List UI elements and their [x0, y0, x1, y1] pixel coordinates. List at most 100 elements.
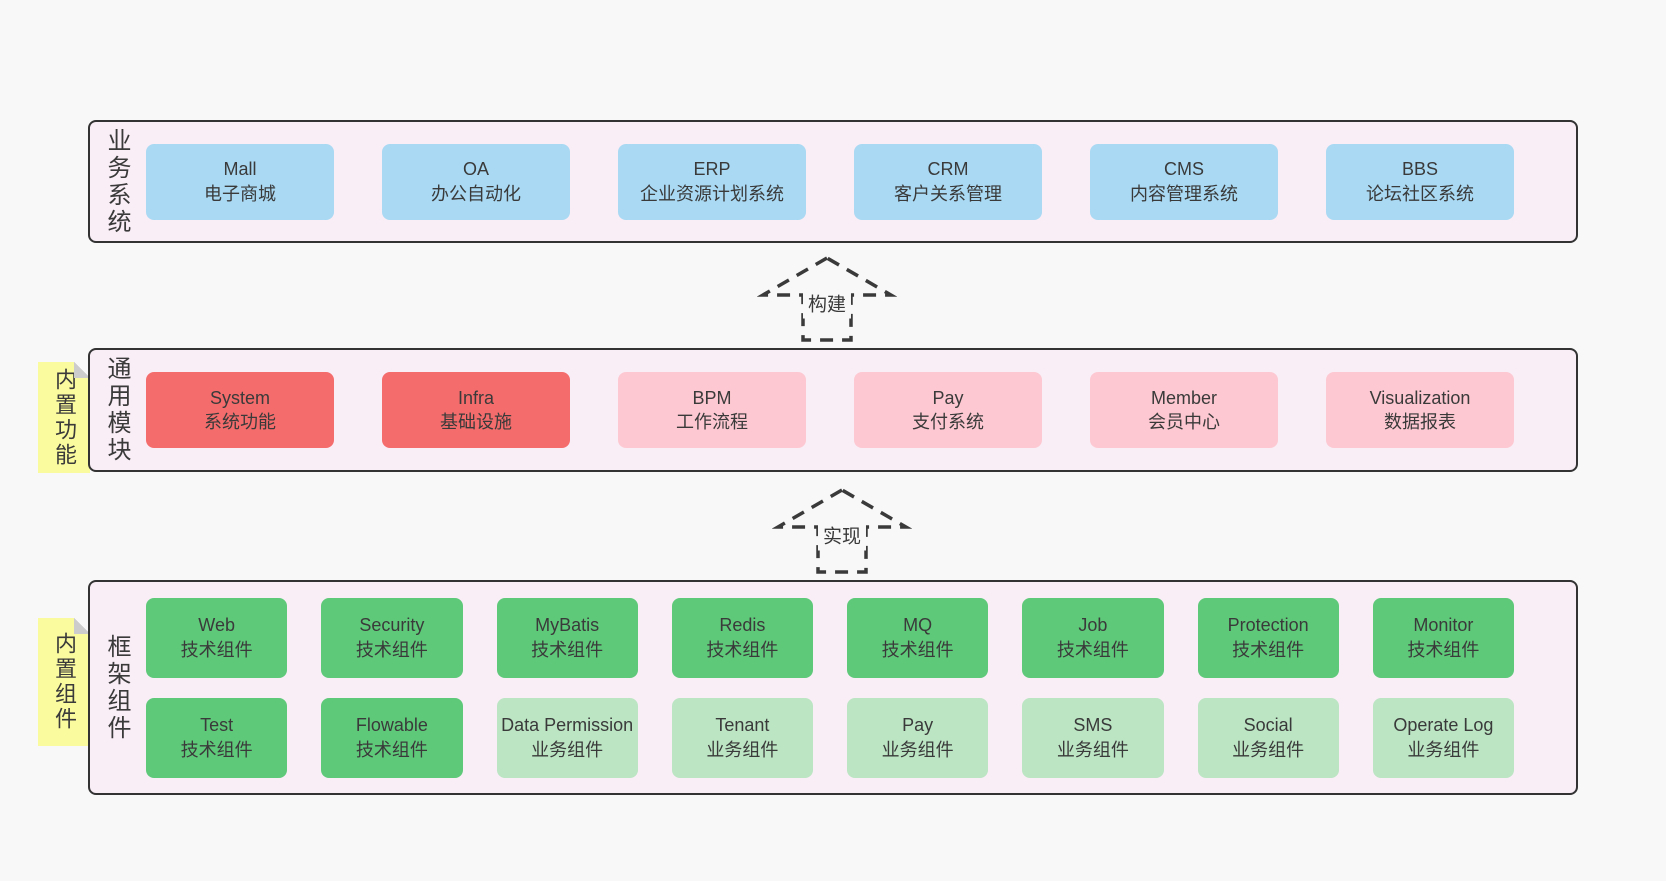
- box-title: Test: [200, 715, 234, 736]
- box-title: CMS: [1164, 159, 1204, 180]
- box-subtitle: 技术组件: [180, 639, 253, 660]
- box-title: SMS: [1073, 715, 1113, 736]
- box-subtitle: 基础设施: [440, 412, 512, 432]
- box-title: Operate Log: [1393, 715, 1494, 736]
- box-subtitle: 会员中心: [1148, 412, 1220, 432]
- box-test: Test 技术组件: [146, 697, 288, 778]
- dashed-up-arrow-icon: [757, 255, 897, 342]
- box-subtitle: 办公自动化: [431, 183, 521, 204]
- box-title: CRM: [927, 159, 969, 180]
- box-title: Web: [198, 615, 235, 636]
- box-pay-component: Pay 业务组件: [847, 697, 989, 778]
- box-title: MQ: [903, 615, 933, 636]
- box-redis: Redis 技术组件: [671, 597, 813, 678]
- box-bpm: BPM 工作流程: [618, 372, 806, 448]
- box-title: Flowable: [355, 715, 428, 736]
- box-title: Infra: [457, 387, 495, 408]
- box-sms: SMS 业务组件: [1022, 697, 1164, 778]
- build-arrow: 构建: [757, 255, 897, 343]
- box-tenant: Tenant 业务组件: [671, 697, 813, 778]
- box-title: MyBatis: [535, 615, 600, 636]
- built-in-components-tab: 内置组件: [38, 618, 90, 746]
- framework-row-1: Web 技术组件 Security 技术组件 MyBatis 技术组件 Redi…: [146, 597, 1514, 678]
- box-subtitle: 内容管理系统: [1130, 183, 1238, 204]
- box-subtitle: 数据报表: [1384, 412, 1456, 432]
- box-title: Social: [1243, 715, 1293, 736]
- common-modules-label: 通用模块: [103, 356, 130, 464]
- box-monitor: Monitor 技术组件: [1372, 597, 1514, 678]
- box-title: Mall: [223, 159, 257, 180]
- box-subtitle: 论坛社区系统: [1366, 183, 1474, 204]
- box-title: Monitor: [1413, 615, 1474, 636]
- folded-corner-icon: [74, 362, 90, 378]
- box-subtitle: 业务组件: [881, 739, 954, 760]
- implement-arrow: 实现: [772, 487, 912, 575]
- box-subtitle: 电子商城: [204, 183, 276, 204]
- box-oa: OA 办公自动化: [382, 143, 570, 220]
- box-infra: Infra 基础设施: [382, 372, 570, 448]
- box-subtitle: 支付系统: [912, 412, 984, 432]
- box-title: Pay: [932, 387, 964, 408]
- built-in-components-tab-label: 内置组件: [52, 632, 77, 732]
- box-subtitle: 客户关系管理: [894, 183, 1002, 204]
- box-mybatis: MyBatis 技术组件: [496, 597, 638, 678]
- box-title: OA: [462, 159, 489, 180]
- box-title: Job: [1078, 615, 1108, 636]
- common-modules-panel: 通用模块 System 系统功能 Infra 基础设施 BPM 工作流程 Pay…: [88, 348, 1578, 472]
- box-subtitle: 技术组件: [1056, 639, 1129, 660]
- box-subtitle: 技术组件: [355, 739, 428, 760]
- box-mall: Mall 电子商城: [146, 143, 334, 220]
- box-pay: Pay 支付系统: [854, 372, 1042, 448]
- box-subtitle: 工作流程: [676, 412, 748, 432]
- framework-components-label: 框架组件: [103, 633, 130, 742]
- box-crm: CRM 客户关系管理: [854, 143, 1042, 220]
- box-title: Protection: [1227, 615, 1309, 636]
- box-title: Redis: [719, 615, 766, 636]
- box-job: Job 技术组件: [1022, 597, 1164, 678]
- dashed-up-arrow-icon: [772, 487, 912, 574]
- box-subtitle: 业务组件: [1232, 739, 1305, 760]
- business-systems-panel: 业务系统 Mall 电子商城 OA 办公自动化 ERP 企业资源计划系统 CRM…: [88, 120, 1578, 243]
- box-subtitle: 业务组件: [1407, 739, 1480, 760]
- box-member: Member 会员中心: [1090, 372, 1278, 448]
- box-title: Member: [1150, 387, 1217, 408]
- box-subtitle: 技术组件: [531, 639, 604, 660]
- box-subtitle: 技术组件: [881, 639, 954, 660]
- build-arrow-label: 构建: [802, 287, 852, 319]
- box-title: System: [209, 387, 270, 408]
- box-subtitle: 业务组件: [1056, 739, 1129, 760]
- folded-corner-icon: [74, 618, 90, 634]
- built-in-features-tab: 内置功能: [38, 362, 90, 473]
- box-subtitle: 业务组件: [531, 739, 604, 760]
- box-subtitle: 技术组件: [706, 639, 779, 660]
- box-web: Web 技术组件: [146, 597, 288, 678]
- box-cms: CMS 内容管理系统: [1090, 143, 1278, 220]
- box-subtitle: 技术组件: [355, 639, 428, 660]
- box-title: Pay: [902, 715, 934, 736]
- box-title: Visualization: [1369, 387, 1471, 408]
- box-subtitle: 系统功能: [204, 412, 276, 432]
- box-subtitle: 业务组件: [706, 739, 779, 760]
- box-operate-log: Operate Log 业务组件: [1372, 697, 1514, 778]
- box-title: Tenant: [715, 715, 770, 736]
- box-protection: Protection 技术组件: [1197, 597, 1339, 678]
- box-subtitle: 企业资源计划系统: [640, 183, 784, 204]
- box-title: Security: [359, 615, 425, 636]
- box-title: Data Permission: [501, 715, 634, 736]
- box-security: Security 技术组件: [321, 597, 463, 678]
- box-title: BBS: [1401, 159, 1439, 180]
- implement-arrow-label: 实现: [817, 519, 867, 551]
- box-subtitle: 技术组件: [1232, 639, 1305, 660]
- framework-components-panel: 框架组件 Web 技术组件 Security 技术组件 MyBatis 技术组件…: [88, 580, 1578, 795]
- framework-row-2: Test 技术组件 Flowable 技术组件 Data Permission …: [146, 697, 1514, 778]
- box-mq: MQ 技术组件: [847, 597, 989, 678]
- box-title: ERP: [693, 159, 731, 180]
- box-system: System 系统功能: [146, 372, 334, 448]
- built-in-features-tab-label: 内置功能: [52, 367, 77, 468]
- common-modules-box-row: System 系统功能 Infra 基础设施 BPM 工作流程 Pay 支付系统…: [146, 372, 1576, 448]
- box-social: Social 业务组件: [1197, 697, 1339, 778]
- box-title: BPM: [692, 387, 732, 408]
- box-bbs: BBS 论坛社区系统: [1326, 143, 1514, 220]
- box-data-permission: Data Permission 业务组件: [496, 697, 638, 778]
- business-systems-box-row: Mall 电子商城 OA 办公自动化 ERP 企业资源计划系统 CRM 客户关系…: [146, 143, 1576, 220]
